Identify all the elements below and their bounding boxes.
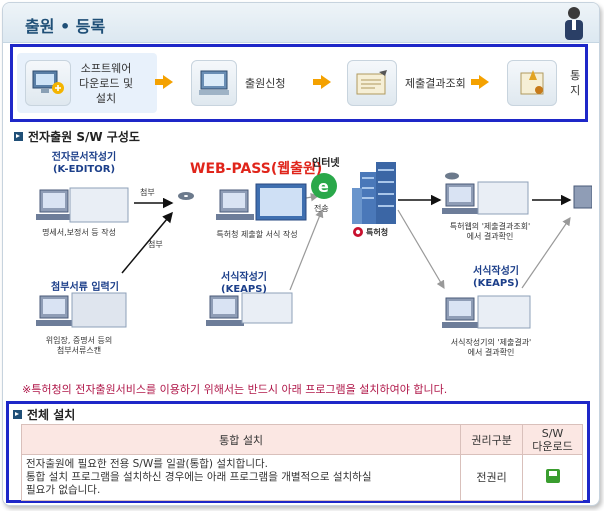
step-result-inquiry[interactable]: 제출결과조회: [347, 53, 466, 113]
arrow-right-icon: [471, 75, 489, 89]
editor-title: 전자문서작성기 (K-EDITOR): [51, 152, 117, 175]
arrow-right-icon: [155, 75, 173, 89]
notice-document-icon: [507, 60, 558, 106]
table-row: 전자출원에 필요한 전용 S/W를 일괄(통합) 설치합니다. 통합 설치 프로…: [20, 454, 583, 501]
attach-label: 첨부: [148, 240, 163, 249]
step-label: 출원신청: [245, 76, 286, 90]
pc-icon: [573, 185, 592, 209]
col-header-right: 권리구분: [460, 424, 524, 455]
page-header: 출원 • 등록: [3, 3, 599, 43]
install-notice: ※특허청의 전자출원서비스를 이용하기 위해서는 반드시 아래 프로그램을 설치…: [22, 383, 448, 396]
keaps-right-title: 서식작성기 (KEAPS): [473, 266, 519, 289]
cd-icon: [178, 192, 194, 200]
download-cell: [522, 454, 583, 501]
diagram-lines: e: [36, 162, 592, 329]
building-icon: [352, 162, 396, 224]
person-icon: [565, 7, 583, 40]
computer-icon: [191, 60, 237, 106]
pc-icon: [442, 181, 529, 215]
pc-icon: [206, 292, 293, 326]
internet-label: 인터넷: [312, 158, 340, 169]
step-label: 제출결과조회: [405, 76, 466, 90]
col-header-download: S/W 다운로드: [522, 424, 583, 455]
step-application[interactable]: 출원신청: [191, 53, 285, 113]
computer-download-icon: [25, 60, 71, 106]
section-title-install: 전체 설치: [13, 406, 75, 423]
transfer-label: 전송: [314, 204, 329, 213]
cd-icon: [445, 172, 459, 180]
step-label: 소프트웨어 다운로드 및 설치: [79, 61, 134, 105]
download-save-icon[interactable]: [545, 469, 560, 483]
attach-caption: 위임장, 증명서 등의 첨부서류스캔: [45, 336, 113, 355]
process-steps: 소프트웨어 다운로드 및 설치 출원신청 제출결과조회 통지: [10, 44, 588, 122]
document-pen-icon: [347, 60, 397, 106]
kipo-logo-icon: [353, 227, 363, 237]
install-description: 전자출원에 필요한 전용 S/W를 일괄(통합) 설치합니다. 통합 설치 프로…: [20, 454, 462, 501]
col-header-install: 통합 설치: [20, 424, 462, 455]
attach-title: 첨부서류 입력기: [51, 282, 119, 293]
kipo-label: 특허청: [366, 228, 389, 237]
arrow-right-icon: [313, 75, 331, 89]
step-notification[interactable]: 통지: [507, 53, 585, 113]
internet-explorer-icon: e: [311, 173, 337, 199]
pc-icon: [36, 292, 127, 328]
section-title-sw: 전자출원 S/W 구성도: [14, 128, 140, 145]
step-label: 통지: [570, 69, 581, 97]
bullet-icon: [14, 132, 23, 141]
result-caption: 특허웹의 '제출결과조회' 에서 결과확인: [449, 222, 531, 241]
pc-icon: [442, 295, 531, 329]
keaps-right-caption: 서식작성기의 '제출결과' 에서 결과확인: [450, 338, 532, 357]
full-install-section: 전체 설치 통합 설치 권리구분 S/W 다운로드 전자출원에 필요한 전용 S…: [6, 401, 590, 503]
svg-text:e: e: [318, 177, 329, 196]
keaps-left-title: 서식작성기 (KEAPS): [221, 272, 267, 295]
editor-caption: 명세서,보정서 등 작성: [42, 228, 116, 237]
webpass-caption: 특허청 제출할 서식 작성: [216, 230, 298, 239]
pc-icon: [36, 187, 129, 223]
bullet-icon: [13, 410, 22, 419]
step-software-download[interactable]: 소프트웨어 다운로드 및 설치: [17, 53, 157, 113]
attach-label: 첨부: [140, 188, 155, 197]
sw-diagram: e 전자문서작성기 (K-EDITOR) 명세서,보정서 등 작성 첨부 첨부 …: [22, 148, 592, 376]
install-table: 통합 설치 권리구분 S/W 다운로드 전자출원에 필요한 전용 S/W를 일괄…: [20, 424, 583, 501]
pc-icon: [216, 183, 307, 221]
webpass-title: WEB-PASS(웹출원): [190, 161, 323, 177]
right-type: 전권리: [460, 454, 524, 501]
page-title: 출원 • 등록: [25, 17, 106, 36]
